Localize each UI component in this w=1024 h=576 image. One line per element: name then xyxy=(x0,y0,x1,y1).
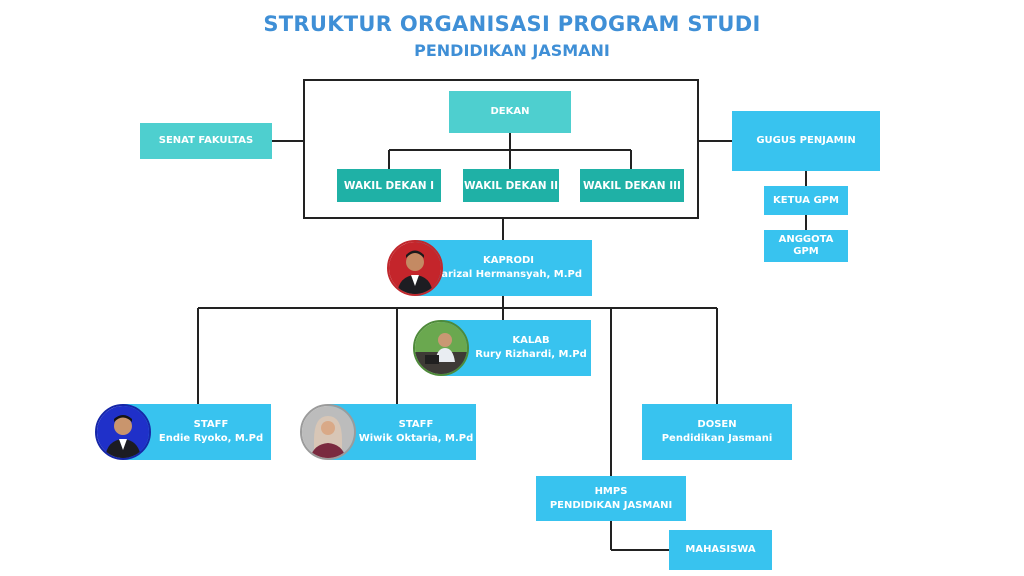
mahasiswa-label: MAHASISWA xyxy=(685,544,756,555)
gugus-penjamin-box: GUGUS PENJAMIN xyxy=(732,111,880,171)
staff-1-role: STAFF xyxy=(193,419,229,430)
staff-2-role: STAFF xyxy=(398,419,434,430)
kaprodi-name: Farizal Hermansyah, M.Pd xyxy=(434,269,583,280)
kaprodi-avatar xyxy=(387,240,443,296)
staff-1-avatar xyxy=(95,404,151,460)
kaprodi-box: KAPRODI Farizal Hermansyah, M.Pd xyxy=(415,240,592,296)
wakil-dekan-2-label: WAKIL DEKAN II xyxy=(463,179,559,192)
chart-subtitle: PENDIDIKAN JASMANI xyxy=(414,41,610,60)
dosen-name: Pendidikan Jasmani xyxy=(661,433,773,444)
dekan-label: DEKAN xyxy=(490,106,530,117)
anggota-gpm-label-line1: ANGGOTA xyxy=(778,234,834,245)
kalab-role: KALAB xyxy=(512,335,550,346)
hmps-label-line1: HMPS xyxy=(594,485,628,497)
ketua-gpm-label: KETUA GPM xyxy=(773,194,839,206)
kalab-name: Rury Rizhardi, M.Pd xyxy=(475,349,587,360)
wakil-dekan-3-box: WAKIL DEKAN III xyxy=(580,169,684,202)
leadership-frame xyxy=(303,79,699,219)
dekan-box: DEKAN xyxy=(449,91,571,133)
dosen-box: DOSEN Pendidikan Jasmani xyxy=(642,404,792,460)
staff-2-box: STAFF Wiwik Oktaria, M.Pd xyxy=(328,404,476,460)
wakil-dekan-1-box: WAKIL DEKAN I xyxy=(337,169,441,202)
wakil-dekan-3-label: WAKIL DEKAN III xyxy=(583,179,681,192)
gugus-penjamin-label: GUGUS PENJAMIN xyxy=(756,135,856,146)
chart-title: STRUKTUR ORGANISASI PROGRAM STUDI xyxy=(263,12,761,36)
staff-1-name: Endie Ryoko, M.Pd xyxy=(158,433,264,444)
wakil-dekan-2-box: WAKIL DEKAN II xyxy=(463,169,559,202)
senat-fakultas-box: SENAT FAKULTAS xyxy=(140,123,272,159)
anggota-gpm-label-line2: GPM xyxy=(793,246,819,257)
ketua-gpm-box: KETUA GPM xyxy=(764,186,848,215)
dosen-role: DOSEN xyxy=(697,419,737,430)
wakil-dekan-1-label: WAKIL DEKAN I xyxy=(343,179,435,192)
staff-2-avatar xyxy=(300,404,356,460)
hmps-box: HMPS PENDIDIKAN JASMANI xyxy=(536,476,686,521)
kalab-avatar xyxy=(413,320,469,376)
senat-fakultas-label: SENAT FAKULTAS xyxy=(158,135,254,146)
kaprodi-role: KAPRODI xyxy=(482,255,535,266)
staff-2-name: Wiwik Oktaria, M.Pd xyxy=(358,433,474,444)
hmps-label-line2: PENDIDIKAN JASMANI xyxy=(549,499,673,511)
mahasiswa-box: MAHASISWA xyxy=(669,530,772,570)
anggota-gpm-box: ANGGOTA GPM xyxy=(764,230,848,262)
